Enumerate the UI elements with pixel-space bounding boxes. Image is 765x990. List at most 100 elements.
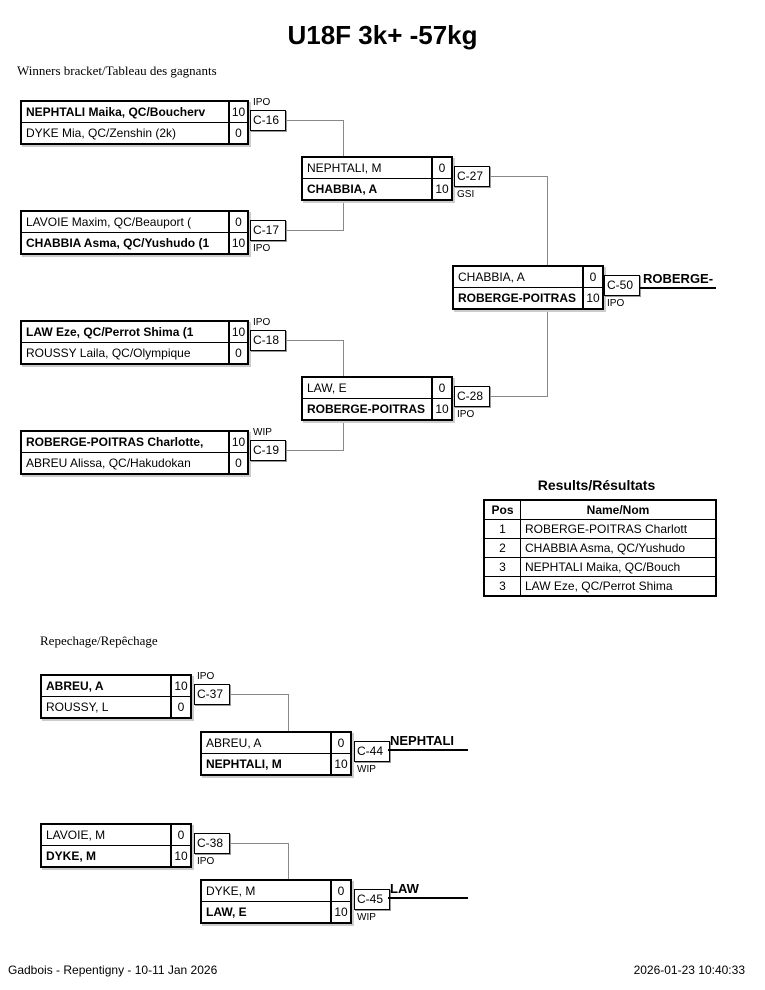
- match-tag: C-18: [250, 330, 286, 351]
- match-box-c18: LAW Eze, QC/Perrot Shima (1 10 ROUSSY La…: [20, 320, 249, 365]
- match-box-c37: ABREU, A 10 ROUSSY, L 0: [40, 674, 192, 719]
- win-type-annotation: WIP: [357, 912, 376, 923]
- results-title: Results/Résultats: [537, 477, 656, 493]
- match-player-row: ABREU, A 0: [202, 733, 350, 753]
- player-score: 10: [330, 902, 350, 922]
- player-name: DYKE, M: [46, 849, 97, 863]
- match-player-row: ROUSSY Laila, QC/Olympique 0: [22, 342, 247, 363]
- result-pos: 1: [483, 519, 521, 539]
- match-player-row: ROBERGE-POITRAS Charlotte, 10: [22, 432, 247, 452]
- match-player-row: CHABBIA, A 0: [454, 267, 602, 287]
- repechage-winner-name: LAW: [390, 881, 419, 896]
- match-player-row: CHABBIA Asma, QC/Yushudo (1 10: [22, 232, 247, 253]
- player-score: 10: [330, 754, 350, 774]
- results-row: 3 LAW Eze, QC/Perrot Shima: [483, 576, 717, 597]
- player-name: ROBERGE-POITRAS: [307, 402, 426, 416]
- win-type-annotation: WIP: [357, 764, 376, 775]
- match-tag: C-44: [354, 741, 390, 762]
- connector-line: [230, 843, 289, 844]
- results-row: 3 NEPHTALI Maika, QC/Bouch: [483, 557, 717, 577]
- player-score: 0: [228, 123, 247, 143]
- win-type-annotation: IPO: [253, 97, 271, 108]
- match-player-row: ROBERGE-POITRAS 10: [303, 398, 451, 419]
- match-box-c28: LAW, E 0 ROBERGE-POITRAS 10: [301, 376, 453, 421]
- page-title: U18F 3k+ -57kg: [287, 20, 478, 50]
- match-tag: C-50: [604, 275, 640, 296]
- connector-line: [343, 340, 344, 378]
- match-player-row: LAW, E 10: [202, 901, 350, 922]
- result-pos: 3: [483, 576, 521, 597]
- connector-line: [343, 120, 344, 158]
- player-name: CHABBIA, A: [307, 182, 378, 196]
- match-player-row: LAW Eze, QC/Perrot Shima (1 10: [22, 322, 247, 342]
- match-tag: C-17: [250, 220, 286, 241]
- result-pos: 2: [483, 538, 521, 558]
- player-score: 10: [228, 102, 247, 122]
- match-player-row: ABREU, A 10: [42, 676, 190, 696]
- match-tag: C-19: [250, 440, 286, 461]
- connector-line: [490, 396, 548, 397]
- results-header-pos: Pos: [483, 499, 521, 520]
- match-box-c50: CHABBIA, A 0 ROBERGE-POITRAS 10: [452, 265, 604, 310]
- player-score: 10: [170, 676, 190, 696]
- player-score: 0: [431, 378, 451, 398]
- results-row: 1 ROBERGE-POITRAS Charlott: [483, 519, 717, 539]
- connector-line: [286, 450, 344, 451]
- player-score: 0: [228, 212, 247, 232]
- match-player-row: LAVOIE, M 0: [42, 825, 190, 845]
- match-player-row: LAW, E 0: [303, 378, 451, 398]
- win-type-annotation: IPO: [607, 298, 625, 309]
- match-player-row: DYKE, M 0: [202, 881, 350, 901]
- player-name: DYKE, M: [206, 884, 256, 898]
- match-player-row: ROUSSY, L 0: [42, 696, 190, 717]
- connector-line: [343, 418, 344, 451]
- results-table: Pos Name/Nom 1 ROBERGE-POITRAS Charlott …: [483, 499, 717, 597]
- player-name: LAVOIE Maxim, QC/Beauport (: [26, 215, 192, 229]
- match-player-row: ABREU Alissa, QC/Hakudokan 0: [22, 452, 247, 473]
- winner-line: [640, 287, 716, 289]
- match-tag: C-27: [454, 166, 490, 187]
- winners-bracket-label: Winners bracket/Tableau des gagnants: [17, 63, 217, 78]
- result-pos: 3: [483, 557, 521, 577]
- player-score: 0: [330, 733, 350, 753]
- connector-line: [547, 176, 548, 266]
- player-name: ABREU, A: [46, 679, 104, 693]
- result-name: NEPHTALI Maika, QC/Bouch: [520, 557, 717, 577]
- player-score: 10: [228, 432, 247, 452]
- player-score: 10: [431, 399, 451, 419]
- connector-line: [286, 230, 344, 231]
- player-score: 0: [170, 697, 190, 717]
- player-name: CHABBIA Asma, QC/Yushudo (1: [26, 236, 210, 250]
- win-type-annotation: IPO: [197, 671, 215, 682]
- match-tag: C-37: [194, 684, 230, 705]
- match-player-row: CHABBIA, A 10: [303, 178, 451, 199]
- player-name: NEPHTALI, M: [307, 161, 382, 175]
- connector-line: [286, 340, 344, 341]
- match-box-c45: DYKE, M 0 LAW, E 10: [200, 879, 352, 924]
- match-player-row: DYKE Mia, QC/Zenshin (2k) 0: [22, 122, 247, 143]
- result-name: ROBERGE-POITRAS Charlott: [520, 519, 717, 539]
- win-type-annotation: IPO: [253, 243, 271, 254]
- match-player-row: NEPHTALI, M 10: [202, 753, 350, 774]
- player-score: 0: [228, 343, 247, 363]
- player-score: 0: [228, 453, 247, 473]
- player-score: 10: [228, 322, 247, 342]
- connector-line: [547, 307, 548, 397]
- match-box-c17: LAVOIE Maxim, QC/Beauport ( 0 CHABBIA As…: [20, 210, 249, 255]
- player-score: 10: [431, 179, 451, 199]
- repechage-winner-name: NEPHTALI: [390, 733, 455, 748]
- match-box-c44: ABREU, A 0 NEPHTALI, M 10: [200, 731, 352, 776]
- match-player-row: NEPHTALI, M 0: [303, 158, 451, 178]
- footer-event-info: Gadbois - Repentigny - 10-11 Jan 2026: [8, 963, 218, 977]
- match-box-c19: ROBERGE-POITRAS Charlotte, 10 ABREU Alis…: [20, 430, 249, 475]
- match-box-c38: LAVOIE, M 0 DYKE, M 10: [40, 823, 192, 868]
- winner-line: [388, 897, 468, 899]
- player-name: ROUSSY, L: [46, 700, 109, 714]
- connector-line: [490, 176, 548, 177]
- player-name: ROUSSY Laila, QC/Olympique: [26, 346, 191, 360]
- player-name: ROBERGE-POITRAS: [458, 291, 577, 305]
- match-tag: C-38: [194, 833, 230, 854]
- win-type-annotation: GSI: [457, 189, 475, 200]
- results-header-row: Pos Name/Nom: [483, 499, 717, 520]
- connector-line: [286, 120, 344, 121]
